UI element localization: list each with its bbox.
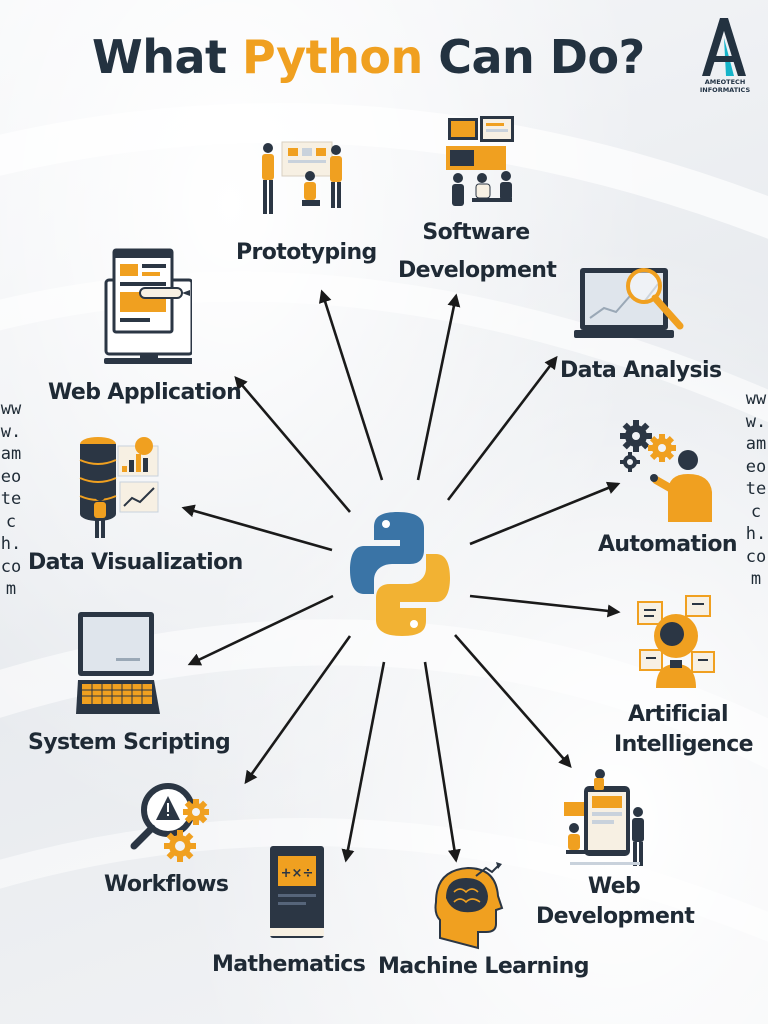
title-suffix: Can Do? [422, 30, 645, 84]
use-label-web-application: Web Application [48, 380, 242, 405]
arrow-web-development [454, 634, 572, 768]
arrow-automation [469, 481, 621, 546]
laptop-magnifier-icon [574, 268, 684, 338]
web-monitor-icon [104, 248, 192, 364]
use-label-machine-learning: Machine Learning [378, 954, 589, 979]
arrow-data-analysis [446, 355, 558, 501]
page-title: What Python Can Do? [92, 30, 645, 84]
database-chart-icon [79, 437, 159, 538]
team-coding-icon [446, 116, 514, 206]
arrow-software-development [416, 293, 461, 481]
ai-head-icon [637, 595, 715, 688]
arrow-machine-learning [423, 661, 461, 863]
use-label-automation: Automation [598, 532, 738, 557]
arrow-mathematics [341, 661, 386, 863]
title-accent: Python [242, 30, 423, 84]
use-label-web-development-line1: Web [587, 874, 641, 899]
logo-line-2: INFORMATICS [699, 86, 751, 94]
arrow-system-scripting [187, 594, 334, 666]
website-side-right: www.ameotech.com [745, 389, 767, 589]
use-label-software-development: Software Development [398, 214, 557, 290]
person-gears-icon [620, 420, 712, 522]
use-label-data-visualization: Data Visualization [28, 550, 243, 575]
arrow-web-application [234, 376, 351, 513]
web-team-icon [564, 769, 644, 866]
use-label-mathematics: Mathematics [212, 952, 366, 977]
use-label-software-development-line1: Software [422, 220, 530, 245]
use-label-prototyping: Prototyping [236, 240, 377, 265]
title-prefix: What [92, 30, 243, 84]
team-presentation-icon [262, 141, 342, 214]
use-label-artificial-intelligence-line2: Intelligence [614, 732, 754, 757]
use-label-artificial-intelligence-line1: Artificial [627, 702, 729, 727]
logo-line-1: AMEOTECH [704, 78, 746, 86]
brain-head-icon [434, 862, 504, 950]
arrow-prototyping [318, 289, 384, 481]
laptop-icon [76, 612, 160, 714]
use-label-artificial-intelligence: Artificial Intelligence [614, 700, 754, 760]
math-book-icon: +×÷ [270, 846, 324, 938]
website-side-left: www.ameotech.com [0, 399, 22, 599]
arrow-workflows [244, 635, 352, 785]
logo-text: AMEOTECH INFORMATICS [690, 78, 760, 94]
warning-gears-icon [130, 783, 209, 862]
use-label-data-analysis: Data Analysis [560, 358, 722, 383]
brand-logo: AMEOTECH INFORMATICS [690, 8, 760, 98]
arrow-data-visualization [181, 504, 333, 552]
use-label-workflows: Workflows [104, 872, 229, 897]
use-label-system-scripting: System Scripting [28, 730, 231, 755]
use-label-software-development-line2: Development [398, 258, 557, 283]
python-logo-icon [350, 512, 450, 636]
arrow-artificial-intelligence [469, 594, 621, 618]
use-label-web-development-line2: Development [536, 904, 695, 929]
logo-mark-icon [702, 18, 746, 76]
svg-text:+×÷: +×÷ [281, 866, 314, 881]
use-label-web-development: Web Development [536, 872, 695, 932]
